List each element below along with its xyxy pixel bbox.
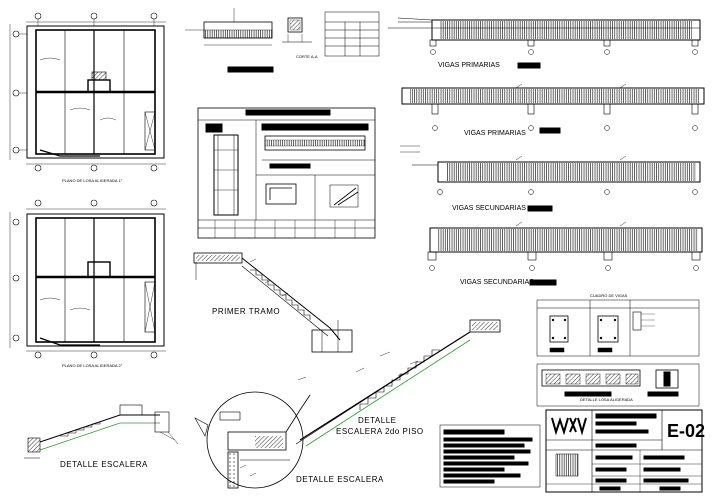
floor-plan-2 <box>9 199 166 359</box>
label-detalle-escalera-bottom: DETALLE ESCALERA <box>296 475 384 484</box>
central-detail-box <box>197 107 376 239</box>
label-vigas-primarias-1: VIGAS PRIMARIAS <box>438 62 500 69</box>
label-corte-aa: CORTE A-A <box>296 54 318 59</box>
label-detalle-escalera-left: DETALLE ESCALERA <box>60 460 148 469</box>
annotation-marks <box>239 83 627 477</box>
beam-elevation-3 <box>412 161 701 212</box>
label-detalle-2do-line2: ESCALERA 2do PISO <box>336 427 424 436</box>
label-vigas-primarias-2: VIGAS PRIMARIAS <box>464 130 526 137</box>
beam-elevation-1 <box>388 17 701 69</box>
sheet-number: E-02 <box>667 421 706 441</box>
circular-detail <box>194 391 311 489</box>
label-cuadro-de-vigas: CUADRO DE VIGAS <box>590 293 628 298</box>
stair-detail-left <box>24 404 179 459</box>
label-plano-losa-2: PLANO DE LOSA ALIGERADA 2° <box>62 363 123 368</box>
beam-schedule-table <box>536 299 700 357</box>
beam-elevation-4 <box>427 227 703 286</box>
label-detalle-2do-line1: DETALLE <box>358 416 397 425</box>
firm-logo <box>551 416 587 477</box>
label-detalle-losa: DETALLE LOSA ALIGERADA <box>580 397 633 402</box>
slab-detail <box>536 363 700 407</box>
top-table <box>324 11 380 57</box>
staircase-first-flight <box>193 252 353 353</box>
label-vigas-secundarias-2: VIGAS SECUNDARIAS <box>460 279 534 286</box>
label-primer-tramo: PRIMER TRAMO <box>212 307 281 316</box>
beam-elevation-2 <box>401 87 705 134</box>
top-section-detail <box>185 8 312 73</box>
floor-plan-1 <box>9 12 166 172</box>
general-notes-block <box>439 424 541 488</box>
title-block <box>545 409 703 493</box>
label-plano-losa-1: PLANO DE LOSA ALIGERADA 1° <box>62 178 123 183</box>
label-vigas-secundarias-1: VIGAS SECUNDARIAS <box>452 205 526 212</box>
staircase-second-floor <box>295 319 501 447</box>
